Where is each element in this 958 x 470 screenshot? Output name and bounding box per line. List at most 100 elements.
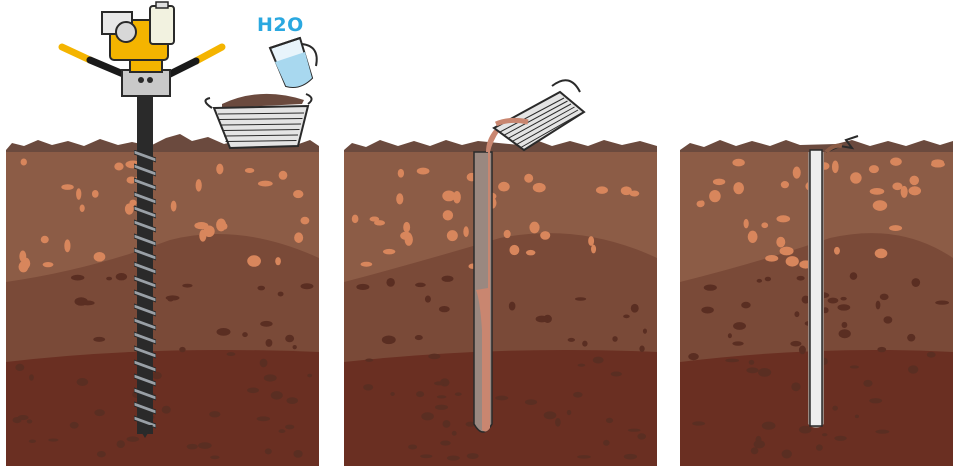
- dark-stone: [799, 426, 812, 434]
- dark-stone: [877, 347, 886, 352]
- dark-stone: [15, 364, 24, 371]
- light-stone: [21, 159, 27, 166]
- dark-stone: [27, 419, 33, 423]
- dark-stone: [834, 436, 846, 441]
- dark-stone: [447, 455, 460, 460]
- dark-stone: [301, 283, 314, 289]
- dark-stone: [688, 353, 698, 360]
- light-stone: [793, 167, 801, 179]
- dark-stone: [48, 438, 58, 441]
- dark-stone: [624, 454, 637, 460]
- dark-stone: [758, 368, 771, 377]
- dark-stone: [732, 341, 743, 345]
- pouring-bucket: [494, 80, 584, 150]
- dark-stone: [29, 440, 36, 443]
- light-stone: [870, 188, 885, 195]
- light-stone: [383, 249, 395, 254]
- light-stone: [780, 247, 794, 256]
- panel-2-ground-crust: [344, 140, 657, 152]
- light-stone: [733, 182, 744, 194]
- dark-stone: [639, 346, 644, 352]
- dark-stone: [799, 346, 806, 355]
- dark-stone: [850, 365, 859, 368]
- light-stone: [596, 186, 608, 194]
- light-stone: [43, 262, 54, 267]
- light-stone: [403, 222, 410, 233]
- dark-stone: [425, 296, 431, 303]
- dark-stone: [728, 333, 732, 338]
- dark-stone: [166, 295, 180, 300]
- light-stone: [509, 245, 519, 255]
- light-stone: [761, 222, 768, 228]
- dark-stone: [762, 422, 776, 430]
- light-stone: [417, 168, 430, 175]
- dark-stone: [287, 397, 298, 404]
- light-stone: [909, 176, 919, 185]
- light-stone: [92, 190, 99, 198]
- light-stone: [776, 237, 785, 248]
- dark-stone: [271, 391, 283, 399]
- dark-stone: [782, 450, 792, 459]
- dark-stone: [209, 411, 220, 417]
- light-stone: [529, 222, 539, 234]
- dark-stone: [791, 382, 800, 391]
- dark-stone: [257, 416, 270, 421]
- light-stone: [526, 250, 535, 255]
- dark-stone: [266, 339, 273, 347]
- light-stone: [591, 245, 596, 254]
- light-stone: [786, 256, 799, 266]
- dark-stone: [467, 453, 479, 459]
- dark-stone: [435, 405, 448, 410]
- dark-stone: [307, 374, 312, 378]
- dark-stone: [94, 409, 104, 416]
- dark-stone: [794, 311, 799, 317]
- dark-stone: [452, 431, 457, 436]
- dark-stone: [260, 321, 272, 327]
- light-stone: [80, 204, 85, 211]
- dark-stone: [749, 360, 755, 365]
- light-stone: [400, 232, 411, 240]
- dark-stone: [293, 345, 297, 349]
- light-stone: [732, 159, 744, 167]
- dark-stone: [77, 378, 88, 386]
- dark-stone: [876, 301, 881, 310]
- dark-stone: [544, 411, 557, 419]
- dark-stone: [575, 297, 586, 300]
- dark-stone: [421, 412, 434, 420]
- dark-stone: [832, 406, 838, 411]
- dark-stone: [536, 316, 548, 323]
- light-stone: [776, 215, 790, 222]
- light-stone: [700, 200, 705, 206]
- dark-stone: [257, 286, 265, 291]
- light-stone: [447, 230, 458, 241]
- dark-stone: [875, 430, 889, 434]
- dark-stone: [442, 276, 454, 282]
- light-stone: [361, 262, 373, 267]
- dark-stone: [265, 448, 272, 454]
- dark-stone: [880, 294, 889, 300]
- dark-stone: [420, 454, 432, 458]
- light-stone: [744, 219, 749, 229]
- dark-stone: [582, 341, 587, 347]
- dark-stone: [390, 392, 394, 396]
- dark-stone: [117, 440, 125, 448]
- light-stone: [713, 179, 725, 186]
- light-stone: [781, 181, 789, 188]
- dark-stone: [746, 367, 758, 373]
- dark-stone: [386, 278, 394, 287]
- light-stone: [204, 225, 215, 237]
- dark-stone: [187, 444, 198, 450]
- dark-stone: [790, 341, 801, 347]
- dark-stone: [828, 298, 839, 304]
- dark-stone: [71, 275, 84, 281]
- light-stone: [216, 219, 226, 232]
- dark-stone: [754, 440, 765, 448]
- light-stone: [293, 190, 303, 198]
- dark-stone: [293, 450, 302, 458]
- light-stone: [61, 184, 73, 190]
- light-stone: [114, 163, 123, 171]
- dark-stone: [578, 364, 586, 367]
- water-jug-icon: [270, 38, 317, 87]
- dark-stone: [628, 429, 641, 432]
